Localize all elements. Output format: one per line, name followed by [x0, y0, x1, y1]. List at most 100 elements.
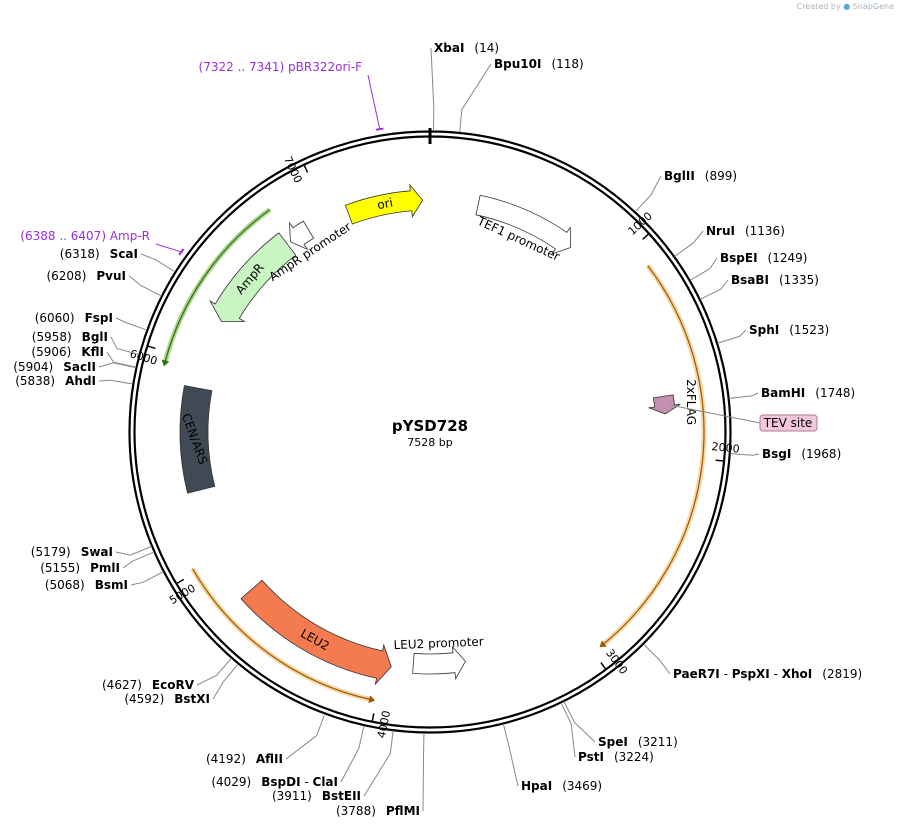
site-bsabi-label: BsaBI(1335)	[731, 273, 819, 287]
site-hpai-leader	[508, 746, 519, 787]
site-spei-position: (3211)	[638, 735, 678, 749]
feature-ampr-shape	[209, 232, 297, 322]
site-scai-tick	[155, 259, 176, 273]
orf-arc-1	[601, 265, 705, 646]
tev-site-callout: TEV site	[670, 404, 818, 432]
site-bsabi-leader	[720, 279, 729, 290]
site-scai: (6318)ScaI	[60, 247, 176, 273]
site-swai-leader	[115, 551, 131, 556]
site-bspdi-clai: (4029)BspDI - ClaI	[211, 725, 365, 789]
site-ecorv-tick	[215, 657, 232, 676]
site-spei: SpeI(3211)	[563, 701, 678, 749]
site-ecorv-position: (4627)	[102, 678, 142, 692]
site-kfli-position: (5906)	[31, 345, 71, 359]
site-nrui-enzyme-0: NruI	[706, 224, 735, 238]
site-bspdi-clai-leader	[340, 747, 360, 783]
site-bpu10i-label: Bpu10I(118)	[494, 57, 584, 71]
site-spei-label: SpeI(3211)	[598, 735, 678, 749]
site-sphi-tick	[717, 335, 740, 344]
feature-2xflag-shape	[648, 394, 681, 415]
site-bsabi-tick	[699, 288, 722, 300]
site-bspei-enzyme-0: BspEI	[720, 251, 758, 265]
site-bstxi-leader	[212, 681, 224, 700]
site-bspdi-clai-enzyme-0: BspDI	[261, 775, 300, 789]
site-swai: (5179)SwaI	[31, 545, 152, 559]
site-fspi-position: (6060)	[35, 311, 75, 325]
feature-tef1-promoter: TEF1 promoter	[474, 194, 571, 264]
tick-mark-5000	[176, 578, 185, 585]
primer-amp-r-label: (6388 .. 6407) Amp-R	[20, 229, 150, 243]
site-psti-leader	[570, 723, 576, 758]
site-hpai-enzyme-0: HpaI	[521, 779, 552, 793]
tick-mark-1000	[642, 233, 650, 240]
site-bstxi-enzyme-0: BstXI	[174, 692, 210, 706]
site-ecorv-enzyme-0: EcoRV	[152, 678, 195, 692]
site-pmli-enzyme-0: PmlI	[90, 561, 120, 575]
site-bamhi-leader	[751, 392, 759, 397]
site-pflmi-leader	[422, 755, 425, 812]
site-pmli-tick	[132, 551, 155, 562]
site-bspdi-clai-tick	[358, 725, 365, 749]
site-bspei-label: BspEI(1249)	[720, 251, 807, 265]
site-bsteii-enzyme-0: BstEII	[322, 789, 361, 803]
site-psti-label: PstI(3224)	[578, 750, 654, 764]
site-scai-position: (6318)	[60, 247, 100, 261]
site-paer7i-pspxi-xhoi-tick	[643, 643, 661, 661]
tev-site-label: TEV site	[763, 416, 813, 430]
site-kfli-enzyme-0: KflI	[81, 345, 104, 359]
feature-tef1-promoter-shape	[475, 194, 571, 255]
site-paer7i-pspxi-xhoi-sep-2: -	[770, 667, 782, 681]
primer-amp-r: (6388 .. 6407) Amp-R	[20, 229, 185, 256]
site-bsgi-label: BsgI(1968)	[762, 447, 841, 461]
site-fspi-tick	[124, 321, 147, 331]
site-xbai-label: XbaI(14)	[434, 41, 499, 55]
site-psti: PstI(3224)	[560, 702, 654, 764]
site-xbai-position: (14)	[474, 41, 499, 55]
primer-layer: (7322 .. 7341) pBR322ori-F (6388 .. 6407)…	[20, 60, 384, 256]
site-bspdi-clai-position: (4029)	[211, 775, 251, 789]
site-sphi: SphI(1523)	[717, 323, 829, 344]
site-bglii-position: (899)	[705, 169, 737, 183]
feature-leu2: LEU2	[240, 579, 392, 686]
primer-pbr322ori-f-label: (7322 .. 7341) pBR322ori-F	[199, 60, 363, 74]
tick-mark-4000	[371, 713, 375, 722]
site-bpu10i-position: (118)	[551, 57, 583, 71]
site-pvui-enzyme-0: PvuI	[96, 269, 126, 283]
site-bspdi-clai-enzyme-1: ClaI	[313, 775, 338, 789]
tick-mark-6000	[147, 345, 156, 350]
site-sacii-leader	[98, 362, 114, 368]
site-pmli-position: (5155)	[40, 561, 80, 575]
site-bpu10i: Bpu10I(118)	[459, 57, 584, 133]
site-swai-label: (5179)SwaI	[31, 545, 113, 559]
site-pmli-leader	[122, 560, 134, 569]
site-xbai-leader	[430, 47, 435, 109]
site-bsgi: BsgI(1968)	[730, 447, 841, 461]
site-swai-enzyme-0: SwaI	[81, 545, 113, 559]
site-nrui-position: (1136)	[745, 224, 785, 238]
site-hpai-tick	[502, 723, 510, 747]
site-aflii: (4192)AflII	[206, 713, 326, 766]
feature-leu2-promoter: LEU2 promoter	[393, 634, 484, 680]
site-bglii-label: BglII(899)	[664, 169, 737, 183]
site-bsteii-tick	[389, 730, 394, 754]
primer-amp-r-mark	[178, 248, 185, 256]
site-bsabi-enzyme-0: BsaBI	[731, 273, 769, 287]
site-aflii-leader	[285, 735, 318, 760]
site-kfli-tick	[113, 361, 137, 368]
plasmid-backbone	[128, 128, 732, 734]
site-aflii-tick	[316, 713, 326, 736]
site-bspei: BspEI(1249)	[689, 251, 807, 281]
site-aflii-position: (4192)	[206, 752, 246, 766]
site-bsteii: (3911)BstEII	[272, 730, 394, 803]
tick-label-6000: 6000	[128, 347, 159, 368]
map-center-label: pYSD728 7528 bp	[392, 417, 468, 449]
site-scai-label: (6318)ScaI	[60, 247, 138, 261]
site-bsgi-enzyme-0: BsgI	[762, 447, 791, 461]
site-aflii-label: (4192)AflII	[206, 752, 283, 766]
feature-cen-ars: CEN/ARS	[179, 385, 216, 494]
site-pvui: (6208)PvuI	[46, 269, 162, 297]
site-sacii-enzyme-0: SacII	[63, 360, 96, 374]
site-kfli-leader	[106, 351, 115, 363]
feature-2xflag-label: 2xFLAG	[684, 379, 698, 425]
site-swai-tick	[130, 545, 152, 556]
